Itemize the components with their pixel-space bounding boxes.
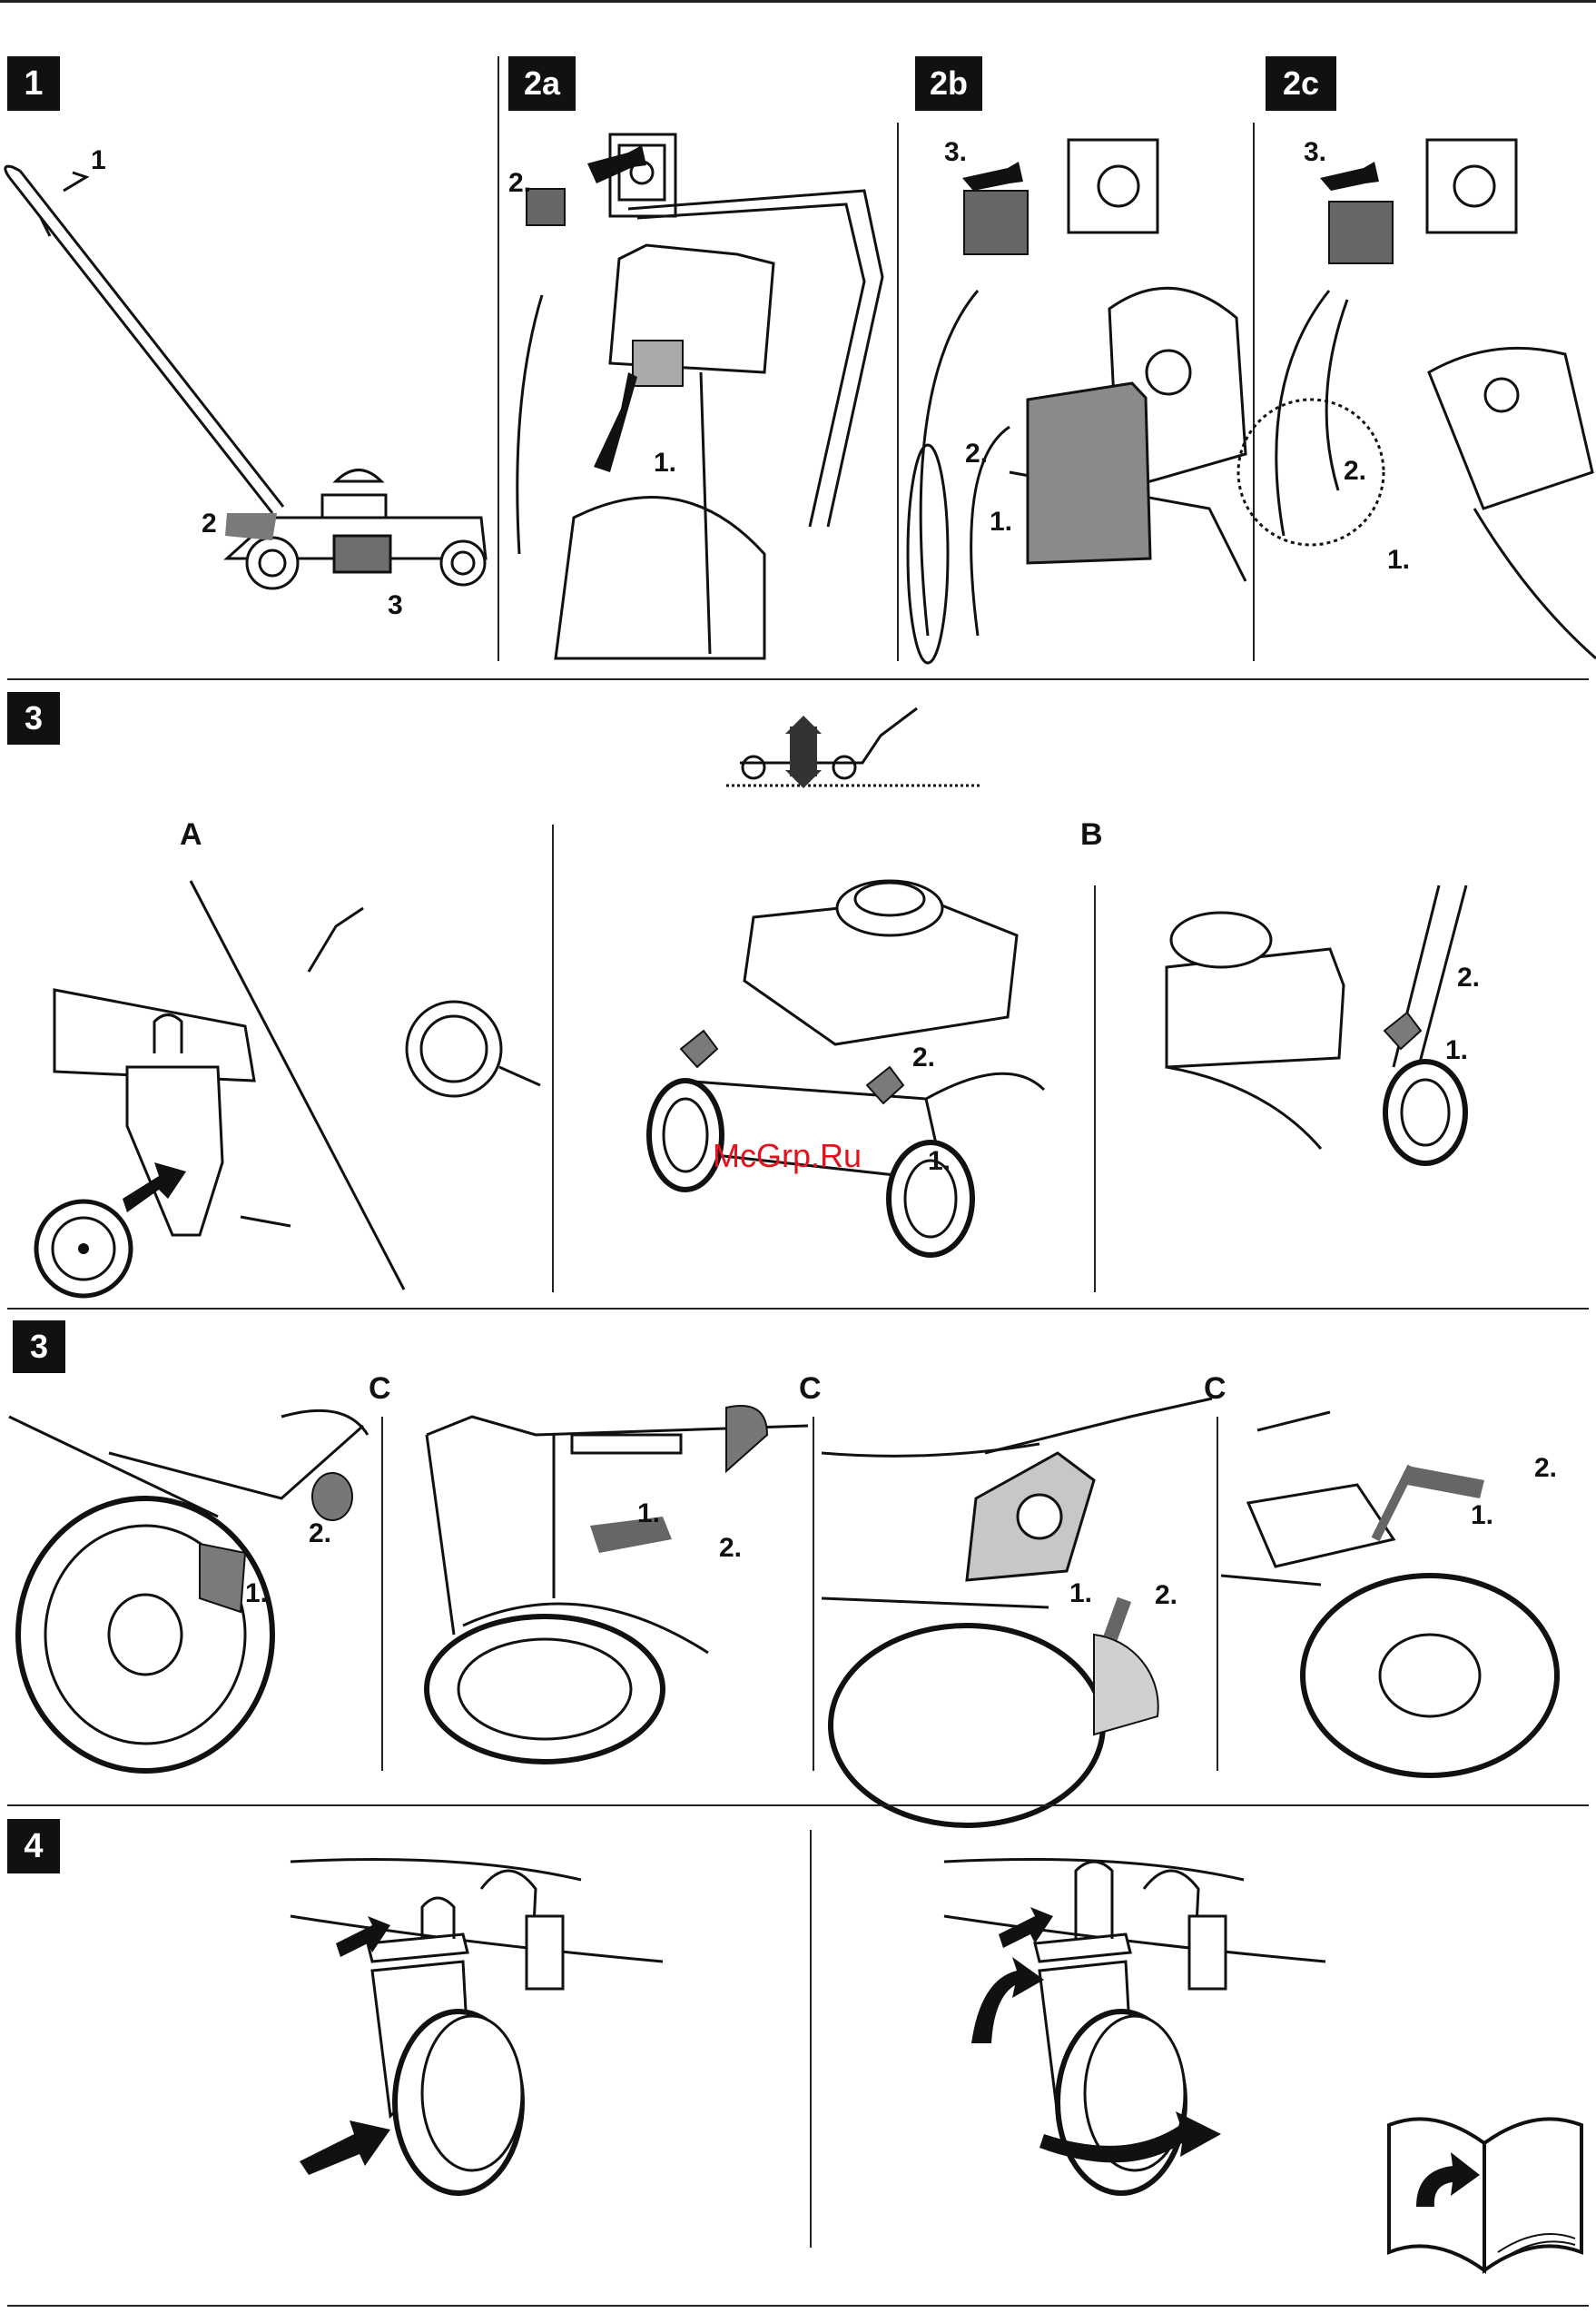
swivel-wheel-locked-illustration [281,1834,663,2216]
s1-callout-2: 2 [202,509,217,539]
cutting-height-mower-icon [726,699,980,790]
divider-mid-3b [1094,885,1096,1292]
s3c-p4-callout-1: 1. [1471,1500,1493,1531]
s2a-callout-2: 2. [508,168,531,199]
section-2a-badge: 2a [508,56,576,111]
wheel-bracket-mounting-illustration [18,872,545,1299]
rule-above-section-3c [7,1308,1589,1310]
height-lever-variant-1-illustration [9,1399,377,1757]
divider-2b-2c [1253,123,1255,661]
section-2b-badge: 2b [915,56,982,111]
s2a-callout-1: 1. [654,448,676,479]
rule-above-section-3 [7,678,1589,680]
s3c-p1-callout-1: 1. [245,1578,268,1609]
bottom-rule [7,2305,1589,2307]
divider-2a-2b [897,123,899,661]
watermark-text: McGrp.Ru [713,1137,862,1175]
s3c-p2-callout-1: 1. [637,1498,660,1529]
section-3-label-b: B [1080,817,1103,853]
section-2c-badge: 2c [1266,56,1336,111]
divider-c3-c4 [1217,1417,1218,1771]
section-1-badge: 1 [7,56,60,111]
charger-side-socket-illustration [1256,127,1596,658]
s3b-callout-2: 2. [1457,963,1480,993]
section-3-badge: 3 [7,692,60,745]
s3b-callout-1: 1. [1445,1035,1468,1066]
rear-height-lever-illustration [1158,885,1502,1249]
section-4-badge: 4 [7,1819,60,1873]
book-manual-icon [1380,2089,1589,2279]
s2c-callout-1: 1. [1387,545,1410,576]
section-3c-badge: 3 [13,1320,65,1373]
divider-3a-mid [552,825,554,1292]
s1-callout-1: 1 [91,145,106,176]
charger-battery-box-illustration [901,127,1250,658]
s2b-callout-3: 3. [944,137,967,168]
height-lever-variant-3-illustration [822,1399,1212,1762]
s3-mid-callout-2: 2. [912,1043,935,1073]
s3c-p1-callout-2: 2. [309,1518,331,1549]
divider-c1-c2 [381,1417,383,1771]
charger-handlebar-illustration [501,127,892,658]
height-lever-variant-2-illustration [409,1380,808,1762]
s1-callout-3: 3 [388,590,403,621]
divider-c2-c3 [813,1417,814,1771]
s3c-p3-callout-1: 1. [1069,1578,1092,1609]
s2c-callout-2: 2. [1344,456,1366,487]
swivel-wheel-free-illustration [944,1834,1344,2216]
section-3-label-a: A [180,817,202,853]
s3c-p4-callout-2: 2. [1534,1453,1557,1484]
rule-above-section-4 [7,1804,1589,1806]
s2b-callout-1: 1. [990,507,1012,538]
central-height-lever-illustration [626,863,1044,1262]
s2b-callout-2: 2. [965,439,988,470]
divider-4-left-right [810,1830,812,2248]
s3-mid-callout-1: 1. [928,1146,951,1177]
s3c-p3-callout-2: 2. [1155,1580,1177,1611]
s3c-p2-callout-2: 2. [719,1533,742,1564]
divider-1-2a [498,56,499,661]
mower-overview-illustration [0,154,495,645]
top-rule [0,0,1596,3]
s2c-callout-3: 3. [1304,137,1326,168]
